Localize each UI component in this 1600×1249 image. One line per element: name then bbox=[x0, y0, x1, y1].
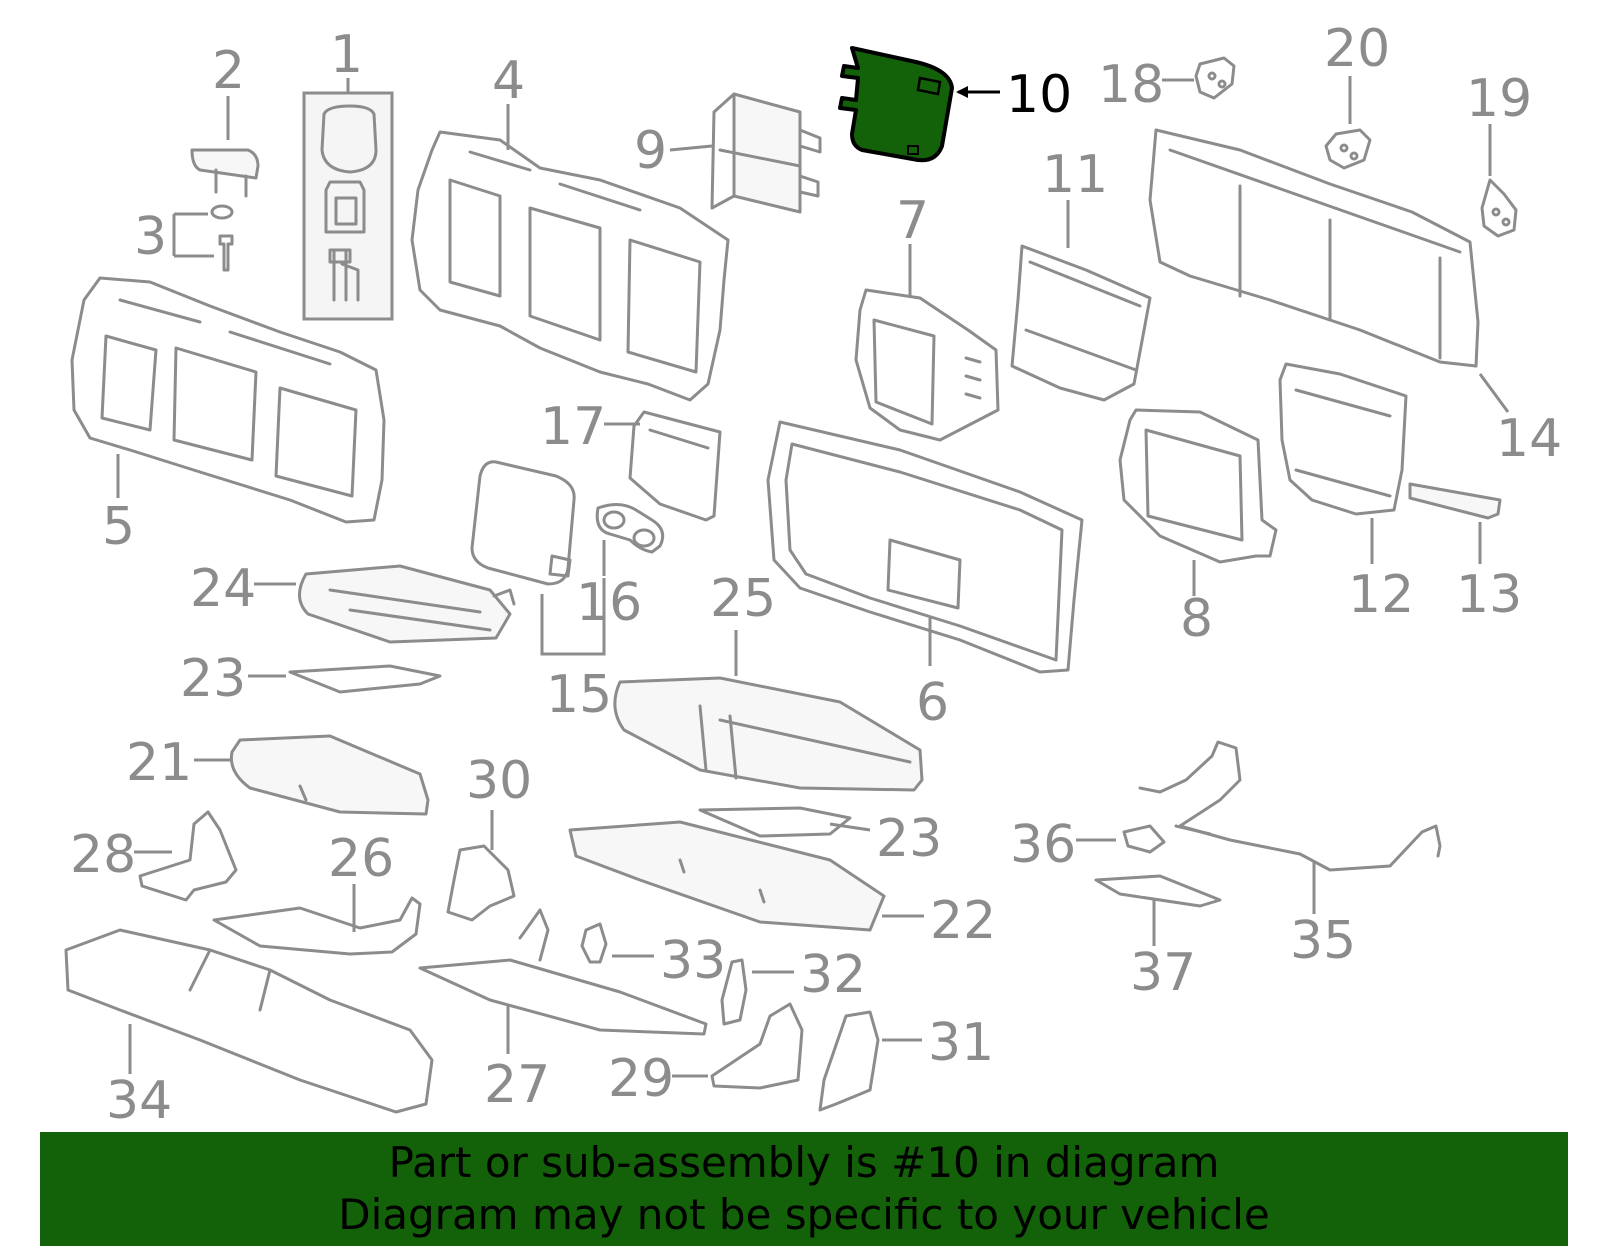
callout-8: 8 bbox=[1180, 589, 1213, 649]
part-26-seat-frame bbox=[212, 896, 422, 956]
part-10-highlighted-panel bbox=[838, 46, 954, 163]
footer-line-1: Part or sub-assembly is #10 in diagram bbox=[388, 1138, 1220, 1187]
part-1-headrest-guide-kit bbox=[302, 91, 394, 321]
callout-1: 1 bbox=[330, 25, 363, 85]
part-6-seatback-panel bbox=[766, 420, 1084, 674]
callout-25: 25 bbox=[710, 569, 776, 629]
part-7-side-bolster bbox=[854, 288, 1000, 442]
callout-12: 12 bbox=[1348, 565, 1414, 625]
part-25-cushion bbox=[613, 676, 924, 792]
callout-24: 24 bbox=[190, 559, 256, 619]
callout-4: 4 bbox=[492, 51, 525, 111]
part-33-clip bbox=[580, 922, 608, 964]
part-32-clip bbox=[720, 958, 748, 1026]
callout-15: 15 bbox=[546, 665, 612, 725]
part-18-bracket bbox=[1194, 56, 1236, 100]
part-12-seat-panel bbox=[1278, 362, 1408, 516]
part-3-fasteners bbox=[210, 204, 234, 272]
part-22-seat-pan bbox=[568, 820, 886, 932]
part-37-bracket-plate bbox=[1094, 874, 1222, 908]
callout-30: 30 bbox=[466, 751, 532, 811]
callout-28: 28 bbox=[70, 825, 136, 885]
part-29-bracket bbox=[710, 1002, 804, 1090]
callout-26: 26 bbox=[328, 829, 394, 889]
part-28-bracket bbox=[138, 810, 238, 902]
callout-23-upper: 23 bbox=[180, 649, 246, 709]
callout-32: 32 bbox=[800, 945, 866, 1005]
part-21-cushion-pad bbox=[229, 734, 430, 816]
callout-2: 2 bbox=[212, 41, 245, 101]
callout-6: 6 bbox=[916, 673, 949, 733]
callout-18: 18 bbox=[1098, 55, 1164, 115]
part-20-hinge bbox=[1324, 128, 1372, 170]
part-11-back-panel bbox=[1010, 244, 1152, 402]
callout-14: 14 bbox=[1496, 409, 1562, 469]
callout-10: 10 bbox=[1006, 65, 1072, 125]
callout-35: 35 bbox=[1290, 911, 1356, 971]
callout-13: 13 bbox=[1456, 565, 1522, 625]
callout-7: 7 bbox=[896, 191, 929, 251]
callout-5: 5 bbox=[102, 497, 135, 557]
part-13-pad bbox=[1408, 482, 1502, 520]
callout-31: 31 bbox=[928, 1013, 994, 1073]
part-31-side-trim bbox=[818, 1010, 880, 1112]
part-15-cover-pad bbox=[470, 460, 576, 586]
part-36-connector bbox=[1122, 824, 1166, 854]
part-34-seat-base-cover bbox=[64, 928, 434, 1114]
callout-34: 34 bbox=[106, 1071, 172, 1131]
footer-banner: Part or sub-assembly is #10 in diagram D… bbox=[40, 1132, 1568, 1246]
callout-11: 11 bbox=[1042, 145, 1108, 205]
part-17-panel bbox=[628, 410, 722, 522]
footer-line-2: Diagram may not be specific to your vehi… bbox=[338, 1190, 1270, 1239]
part-23-heater-mat-left bbox=[288, 664, 442, 694]
part-8-back-panel bbox=[1118, 408, 1278, 564]
callout-22: 22 bbox=[930, 891, 996, 951]
callout-3: 3 bbox=[134, 207, 167, 267]
part-2-headrest bbox=[190, 148, 260, 198]
part-5-seatback-assembly bbox=[70, 276, 386, 524]
callout-36: 36 bbox=[1010, 815, 1076, 875]
part-9-armrest-module bbox=[710, 92, 822, 214]
callout-29: 29 bbox=[608, 1049, 674, 1109]
callout-21: 21 bbox=[126, 733, 192, 793]
callout-20: 20 bbox=[1324, 19, 1390, 79]
callout-19: 19 bbox=[1466, 69, 1532, 129]
part-30-bracket bbox=[446, 844, 516, 922]
part-14-rear-panel bbox=[1148, 128, 1480, 368]
part-27-spring-mat bbox=[418, 908, 708, 1036]
callout-16: 16 bbox=[576, 573, 642, 633]
callout-33: 33 bbox=[660, 931, 726, 991]
callout-23-lower: 23 bbox=[876, 809, 942, 869]
part-24-seat-cushion bbox=[298, 564, 516, 644]
callout-37: 37 bbox=[1130, 943, 1196, 1003]
part-16-cupholder bbox=[595, 503, 665, 554]
callout-17: 17 bbox=[540, 397, 606, 457]
part-4-seatback-frame bbox=[410, 130, 730, 402]
part-19-hinge bbox=[1480, 178, 1518, 238]
callout-27: 27 bbox=[484, 1055, 550, 1115]
part-35-wiring-harness bbox=[1138, 740, 1442, 872]
callout-9: 9 bbox=[634, 121, 667, 181]
